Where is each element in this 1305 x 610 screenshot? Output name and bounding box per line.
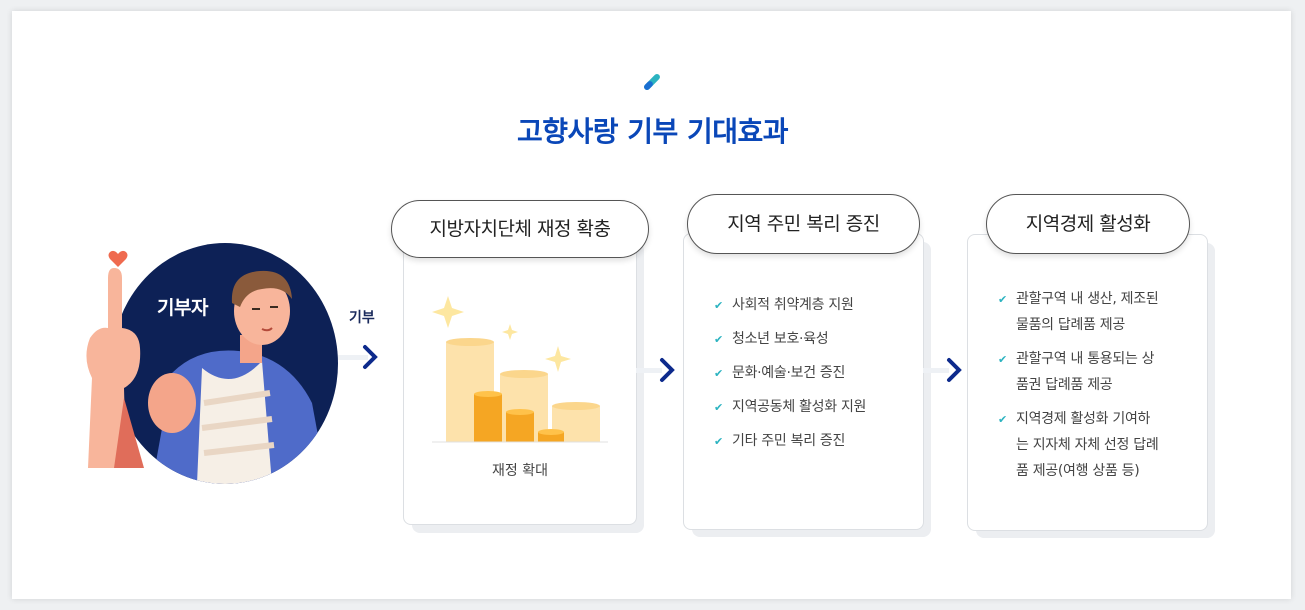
list-item: ✔관할구역 내 통용되는 상 품권 답례품 제공 (996, 346, 1191, 398)
page-title: 고향사랑 기부 기대효과 (516, 115, 789, 148)
connector-line (636, 368, 662, 373)
donate-label: 기부 (349, 310, 375, 326)
card-welfare-heading: 지역 주민 복리 증진 (687, 194, 920, 254)
list-item: ✔기타 주민 복리 증진 (712, 424, 912, 458)
connector-line (338, 355, 368, 360)
chevron-right-icon (660, 358, 675, 382)
donor-label: 기부자 (157, 297, 208, 319)
chevron-right-icon (947, 358, 962, 382)
check-icon: ✔ (714, 435, 723, 448)
check-icon: ✔ (714, 299, 723, 312)
welfare-list: ✔사회적 취약계층 지원 ✔청소년 보호·육성 ✔문화·예술·보건 증진 ✔지역… (712, 288, 912, 458)
economy-list: ✔관할구역 내 생산, 제조된 물품의 답례품 제공 ✔관할구역 내 통용되는 … (996, 286, 1191, 484)
check-icon: ✔ (714, 367, 723, 380)
card-welfare (683, 233, 924, 530)
check-icon: ✔ (714, 401, 723, 414)
coins-illustration (432, 296, 608, 443)
donor-illustration (148, 270, 327, 484)
sparkle-icon (432, 296, 464, 328)
raised-hand (86, 268, 144, 468)
pencil-icon (644, 74, 660, 90)
list-item: ✔청소년 보호·육성 (712, 322, 912, 356)
heart-icon (108, 250, 128, 267)
list-item: ✔관할구역 내 생산, 제조된 물품의 답례품 제공 (996, 286, 1191, 338)
check-icon: ✔ (998, 413, 1007, 426)
list-item: ✔지역공동체 활성화 지원 (712, 390, 912, 424)
check-icon: ✔ (714, 333, 723, 346)
list-item: ✔사회적 취약계층 지원 (712, 288, 912, 322)
list-item: ✔지역경제 활성화 기여하 는 지자체 자체 선정 답례 품 제공(여행 상품 … (996, 406, 1191, 484)
chevron-right-icon (363, 345, 378, 369)
check-icon: ✔ (998, 293, 1007, 306)
connector-line (923, 368, 949, 373)
card-economy (967, 234, 1208, 531)
list-item: ✔문화·예술·보건 증진 (712, 356, 912, 390)
card-economy-heading: 지역경제 활성화 (986, 194, 1190, 254)
card-finance-caption: 재정 확대 (492, 463, 548, 479)
check-icon: ✔ (998, 353, 1007, 366)
donor-circle (112, 243, 338, 484)
card-finance-heading: 지방자치단체 재정 확충 (391, 200, 649, 258)
